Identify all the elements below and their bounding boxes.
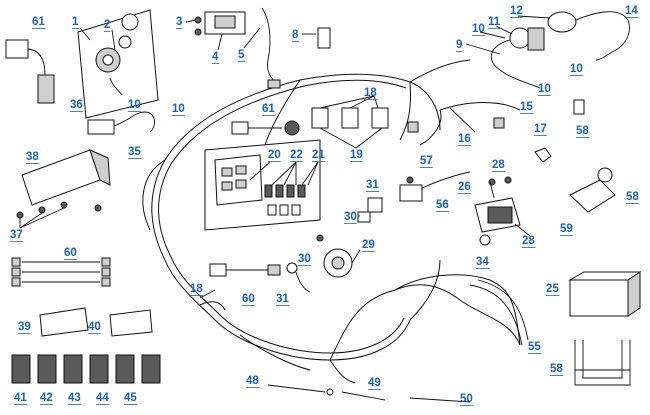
part-58-drawing — [11, 257, 111, 287]
callout-10e: 10 — [172, 103, 185, 115]
callout-37: 37 — [10, 229, 23, 241]
callout-3: 3 — [176, 16, 182, 28]
part-4-drawing — [194, 11, 246, 36]
part-61-drawing — [231, 120, 300, 136]
part-55-strap — [574, 340, 631, 386]
callout-31: 31 — [276, 293, 289, 305]
leader-lines — [19, 15, 551, 237]
callout-10a: 10 — [472, 23, 485, 35]
callout-4: 4 — [212, 51, 219, 63]
part-31-drawing — [286, 262, 311, 293]
callout-10b: 10 — [570, 63, 583, 75]
part-5-drawing — [261, 7, 281, 89]
callout-43: 43 — [68, 392, 81, 404]
part-50-drawing — [409, 397, 471, 403]
part-15-connectors — [407, 117, 505, 133]
part-52-53-drawing — [399, 171, 471, 202]
callout-57: 59 — [560, 223, 573, 235]
part-29-horn — [323, 248, 361, 278]
part-18b-drawing — [199, 289, 216, 299]
callout-48: 48 — [246, 375, 259, 387]
part-17-drawing — [534, 147, 552, 163]
part-48-drawing — [267, 384, 334, 396]
part-56-drawing — [569, 167, 616, 213]
callout-32: 30 — [344, 211, 357, 223]
callout-53: 57 — [420, 155, 433, 167]
callout-9: 9 — [456, 39, 462, 51]
callout-60: 60 — [242, 293, 255, 305]
part-38-drawing — [21, 149, 111, 206]
callout-10d: 10 — [128, 99, 141, 111]
callout-27: 28 — [492, 159, 505, 171]
callout-1: 1 — [72, 16, 79, 28]
part-60-drawing — [209, 263, 281, 277]
callout-22: 22 — [290, 149, 303, 161]
part-39-40-drawing — [39, 307, 153, 337]
callout-11: 11 — [488, 16, 501, 28]
callout-8: 8 — [292, 29, 299, 41]
callout-34: 34 — [476, 256, 489, 268]
callout-14: 14 — [625, 5, 638, 17]
main-harness — [142, 59, 521, 384]
callout-2: 2 — [104, 19, 110, 31]
callout-56: 58 — [626, 191, 639, 203]
part-16-drawing — [449, 107, 476, 133]
part-49-drawing — [341, 391, 386, 401]
callout-55: 58 — [550, 363, 563, 375]
callout-59: 61 — [32, 16, 45, 28]
callout-42: 42 — [40, 392, 53, 404]
callout-61: 61 — [262, 103, 275, 115]
part-9-12-drawing — [490, 11, 630, 89]
callout-5: 5 — [238, 49, 245, 61]
part-30-drawing — [316, 234, 324, 242]
part-59-drawing — [5, 39, 55, 104]
part-33-32-drawing — [357, 197, 383, 223]
callout-49: 49 — [368, 377, 381, 389]
callout-26: 26 — [458, 181, 471, 193]
callout-17: 17 — [534, 123, 547, 135]
part-51-drawing — [469, 279, 529, 346]
callout-54: 58 — [576, 125, 589, 137]
callout-19: 19 — [350, 149, 363, 161]
callout-45: 45 — [124, 392, 137, 404]
callout-16: 16 — [458, 133, 471, 145]
callout-51: 55 — [528, 341, 541, 353]
callout-18b: 18 — [190, 283, 203, 295]
part-36-35-drawing — [87, 111, 156, 135]
part-26-28-regulator — [474, 176, 521, 233]
callout-38: 38 — [26, 151, 39, 163]
callout-labels: 61 1 2 3 4 5 8 9 10 11 12 14 10 10 15 16… — [10, 5, 639, 405]
part-1-2-drawing — [77, 9, 159, 119]
part-54-drawing — [573, 99, 585, 115]
callout-35: 35 — [128, 146, 141, 158]
callout-41: 41 — [14, 392, 27, 404]
callout-33: 31 — [366, 179, 379, 191]
fuse-box-group — [204, 139, 321, 231]
callout-36: 36 — [70, 99, 83, 111]
callout-15: 15 — [520, 101, 533, 113]
part-8-drawing — [317, 27, 331, 49]
callout-39: 39 — [18, 321, 31, 333]
callout-52: 56 — [436, 199, 449, 211]
part-41-45-switches — [11, 354, 161, 384]
callout-29: 29 — [362, 239, 375, 251]
callout-28: 28 — [522, 235, 535, 247]
callout-20: 20 — [268, 149, 281, 161]
callout-30: 30 — [298, 253, 311, 265]
callout-10c: 10 — [538, 83, 551, 95]
callout-50: 50 — [460, 393, 473, 405]
callout-58: 60 — [64, 247, 77, 259]
part-18-19-relays — [311, 107, 389, 129]
callout-40: 40 — [88, 321, 101, 333]
part-34-drawing — [479, 234, 491, 246]
part-25-battery — [568, 271, 642, 317]
callout-21: 21 — [312, 149, 325, 161]
callout-12: 12 — [510, 5, 523, 17]
callout-25: 25 — [546, 283, 559, 295]
callout-44: 44 — [96, 392, 109, 404]
